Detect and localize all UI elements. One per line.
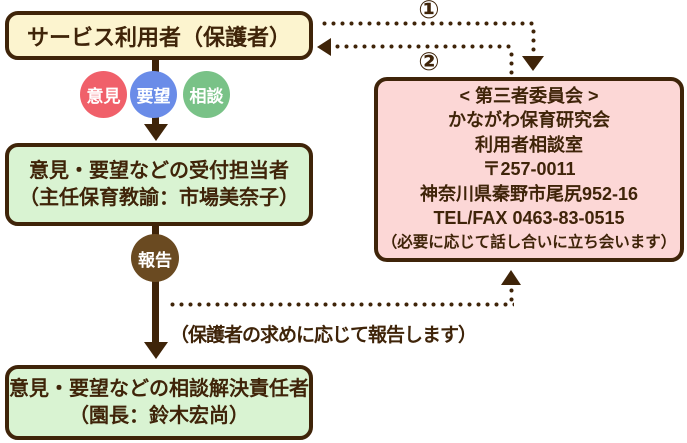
step1-circled-number: ①	[418, 0, 440, 24]
step2-circled-number: ②	[418, 48, 440, 76]
flow-line-reception-to-resolution	[152, 224, 159, 344]
committee-room: 利用者相談室	[475, 134, 583, 155]
resolution-box-line1: 意見・要望などの相談解決責任者	[9, 377, 309, 400]
tag-consult-circle: 相談	[183, 71, 230, 118]
committee-postal-code: 〒257-0011	[482, 159, 576, 180]
dotted-line-committee-to-user-v	[509, 50, 514, 75]
dotted-line-report-to-committee-v	[509, 286, 514, 303]
dotted-line-user-to-committee-v	[531, 27, 536, 56]
service-user-box: サービス利用者（保護者）	[5, 11, 313, 60]
tag-consult-label: 相談	[189, 87, 224, 106]
resolution-box-line2: （園長：鈴木宏尚）	[69, 404, 249, 427]
arrowhead-down-committee	[522, 56, 544, 71]
committee-address: 神奈川県秦野市尾尻952-16	[419, 183, 639, 204]
tag-opinion-label: 意見	[86, 87, 121, 106]
committee-org: かながわ保育研究会	[448, 110, 610, 131]
arrowhead-down-resolution	[144, 342, 168, 359]
reception-box-line2: （主任保育教諭：市場美奈子）	[19, 186, 299, 209]
dotted-line-report-to-committee-h	[168, 302, 514, 307]
committee-tel-fax: TEL/FAX 0463-83-0515	[433, 208, 625, 229]
committee-note: （必要に応じて話し合いに立ち会います）	[381, 233, 677, 251]
dotted-line-user-to-committee-h	[320, 21, 534, 26]
tag-request-label: 要望	[136, 87, 171, 106]
third-party-committee-box: < 第三者委員会 > かながわ保育研究会 利用者相談室 〒257-0011 神奈…	[374, 77, 684, 262]
resolution-responsible-box: 意見・要望などの相談解決責任者 （園長：鈴木宏尚）	[5, 365, 313, 440]
service-user-label: サービス利用者（保護者）	[26, 24, 291, 50]
reception-staff-box: 意見・要望などの受付担当者 （主任保育教諭：市場美奈子）	[5, 143, 313, 226]
reception-box-line1: 意見・要望などの受付担当者	[29, 159, 289, 182]
arrowhead-down-reception	[144, 124, 168, 141]
report-badge-label: 報告	[138, 250, 172, 270]
committee-title: < 第三者委員会 >	[459, 85, 599, 106]
report-note-caption: （保護者の求めに応じて報告します）	[170, 325, 477, 346]
arrowhead-up-committee	[501, 270, 521, 285]
dotted-line-committee-to-user-h	[333, 44, 513, 49]
report-badge: 報告	[131, 234, 179, 282]
tag-request-circle: 要望	[130, 71, 177, 118]
tag-opinion-circle: 意見	[80, 71, 127, 118]
arrowhead-left-user	[317, 38, 331, 56]
